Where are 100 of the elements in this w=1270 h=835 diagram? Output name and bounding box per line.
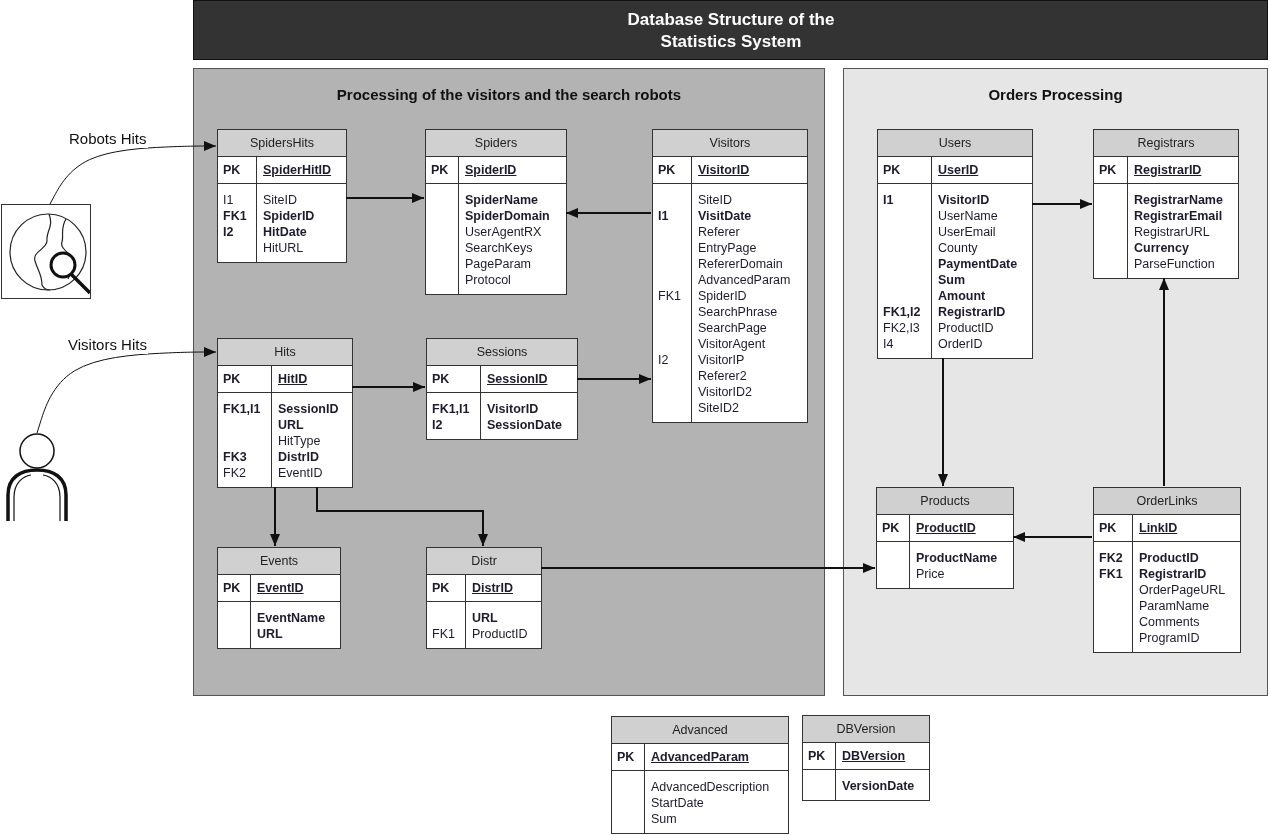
field-name: ParamName — [1139, 598, 1210, 614]
table-name: Users — [878, 130, 1032, 157]
field-name: URL — [257, 626, 283, 642]
primary-key-field: DBVersion — [842, 748, 906, 764]
field-name: EventID — [278, 465, 323, 481]
table-name: Advanced — [612, 717, 788, 744]
table-name: Distr — [427, 548, 541, 575]
field-name: SearchKeys — [465, 240, 533, 256]
entity-table — [217, 338, 353, 488]
entity-table — [425, 129, 567, 295]
field-name: RegistrarEmail — [1134, 208, 1223, 224]
key-label: PK — [432, 371, 450, 387]
entity-table — [877, 129, 1033, 359]
arrow — [316, 486, 488, 547]
key-label: PK — [808, 748, 826, 764]
key-label: I1 — [658, 208, 669, 224]
field-name: ParseFunction — [1134, 256, 1215, 272]
field-name: Sum — [938, 272, 966, 288]
primary-key-field: HitID — [278, 371, 308, 387]
table-name: Hits — [218, 339, 352, 366]
field-name: PageParam — [465, 256, 531, 272]
field-name: UserAgentRX — [465, 224, 542, 240]
field-name: SessionDate — [487, 417, 563, 433]
primary-key-field: AdvancedParam — [651, 749, 749, 765]
key-label: FK3 — [223, 449, 247, 465]
key-label: PK — [658, 162, 676, 178]
field-name: HitURL — [263, 240, 304, 256]
field-name: SessionID — [278, 401, 339, 417]
arrow — [351, 382, 426, 392]
panel-heading: Processing of the visitors and the search robots — [335, 86, 683, 103]
field-name: VisitorID — [938, 192, 990, 208]
arrow — [565, 208, 652, 218]
field-name: SpiderID — [263, 208, 315, 224]
key-label: I2 — [658, 352, 669, 368]
primary-key-field: ProductID — [916, 520, 976, 536]
arrow — [1031, 199, 1093, 209]
field-name: RegistrarID — [1139, 566, 1207, 582]
arrow — [1159, 277, 1169, 487]
edge-label: Robots Hits — [68, 130, 148, 148]
edge-label: Visitors Hits — [67, 336, 148, 354]
field-name: RefererDomain — [698, 256, 783, 272]
person-silhouette-icon — [5, 433, 71, 523]
key-label: FK2,I3 — [883, 320, 920, 336]
field-name: SearchPhrase — [698, 304, 778, 320]
field-name: SiteID — [263, 192, 298, 208]
table-name: SpidersHits — [218, 130, 346, 157]
key-label: PK — [223, 371, 241, 387]
field-name: DistrID — [278, 449, 319, 465]
key-label: I4 — [883, 336, 894, 352]
field-name: RegistrarID — [938, 304, 1006, 320]
field-name: SpiderName — [465, 192, 538, 208]
field-name: SearchPage — [698, 320, 767, 336]
group-panel — [193, 68, 825, 696]
field-name: Amount — [938, 288, 986, 304]
table-name: Sessions — [427, 339, 577, 366]
entity-table — [426, 547, 542, 649]
key-label: I2 — [223, 224, 234, 240]
table-name: Visitors — [653, 130, 807, 157]
table-name: Events — [218, 548, 340, 575]
primary-key-field: SessionID — [487, 371, 548, 387]
key-label: PK — [1099, 520, 1117, 536]
key-label: PK — [431, 162, 449, 178]
entity-table — [217, 547, 341, 649]
primary-key-field: SpiderID — [465, 162, 517, 178]
entity-table — [217, 129, 347, 263]
field-name: EntryPage — [698, 240, 757, 256]
table-name: Products — [877, 488, 1013, 515]
key-label: FK1,I1 — [432, 401, 470, 417]
primary-key-field: UserID — [938, 162, 979, 178]
arrow — [345, 193, 425, 203]
field-name: VisitorIP — [698, 352, 745, 368]
field-name: StartDate — [651, 795, 704, 811]
diagram-title: Database Structure of the Statistics System — [626, 9, 836, 53]
field-name: HitType — [278, 433, 321, 449]
key-label: FK2 — [223, 465, 246, 481]
key-label: FK1,I1 — [223, 401, 261, 417]
key-label: FK1 — [223, 208, 247, 224]
entity-table — [1093, 129, 1239, 279]
entity-table — [1093, 487, 1241, 653]
field-name: EventName — [257, 610, 326, 626]
key-label: I1 — [883, 192, 894, 208]
arrow — [1012, 532, 1093, 542]
field-name: SpiderDomain — [465, 208, 550, 224]
field-name: VisitorID — [487, 401, 539, 417]
key-label: I1 — [223, 192, 234, 208]
field-name: AdvancedParam — [698, 272, 791, 288]
field-name: VisitorID2 — [698, 384, 752, 400]
key-label: PK — [882, 520, 900, 536]
entity-table — [802, 715, 930, 801]
key-label: I2 — [432, 417, 443, 433]
field-name: ProductID — [1139, 550, 1199, 566]
key-label: PK — [1099, 162, 1117, 178]
field-name: UserName — [938, 208, 998, 224]
entity-table — [611, 716, 789, 834]
key-label: PK — [883, 162, 901, 178]
field-name: UserEmail — [938, 224, 996, 240]
field-name: Price — [916, 566, 945, 582]
arrow — [938, 357, 948, 487]
table-name: Registrars — [1094, 130, 1238, 157]
key-label: FK1 — [658, 288, 681, 304]
